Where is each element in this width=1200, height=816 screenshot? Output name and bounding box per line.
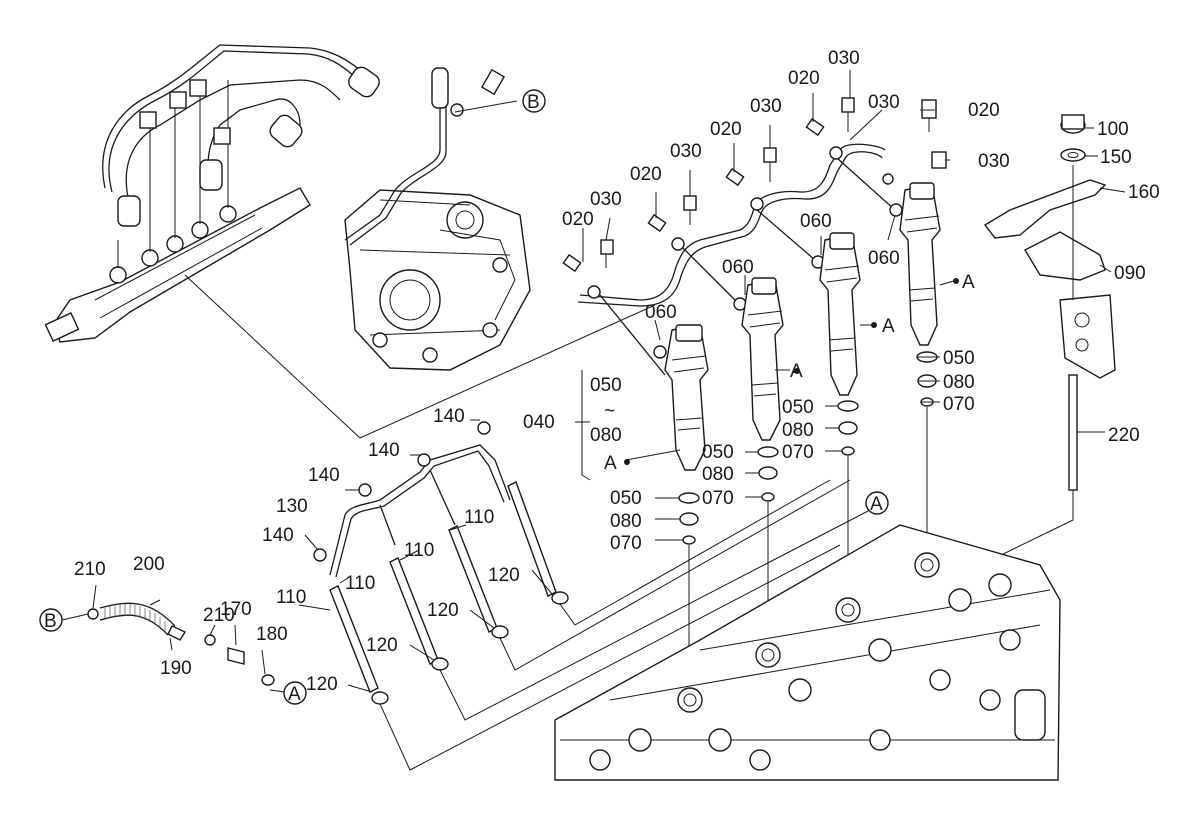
label-060: 060	[645, 302, 677, 323]
label-020: 020	[968, 100, 1000, 121]
label-160: 160	[1128, 182, 1160, 203]
ref-a-dot	[871, 322, 877, 328]
label-080: 080	[590, 425, 622, 446]
label-110: 110	[345, 573, 375, 594]
label-020: 020	[788, 68, 820, 89]
label-030: 030	[750, 96, 782, 117]
ref-circle-a: A	[283, 681, 307, 705]
label-030: 030	[670, 141, 702, 162]
label-060: 060	[868, 248, 900, 269]
label-140: 140	[262, 525, 294, 546]
ref-circle-a: A	[865, 491, 889, 515]
label-060: 060	[722, 257, 754, 278]
label-180: 180	[256, 624, 288, 645]
label-050: 050	[782, 397, 814, 418]
part-labels: 020 020 020 020 020 030 030 030 030 030 …	[39, 48, 1160, 705]
label-050: 050	[702, 442, 734, 463]
nozzle-holder-clamp	[959, 114, 1116, 576]
injection-pipes	[577, 143, 903, 376]
label-080: 080	[610, 511, 642, 532]
ref-circle-b: B	[522, 89, 546, 113]
label-120: 120	[306, 674, 338, 695]
label-030: 030	[978, 151, 1010, 172]
label-150: 150	[1100, 147, 1132, 168]
label-210: 210	[203, 605, 235, 626]
label-030: 030	[868, 92, 900, 113]
label-100: 100	[1097, 119, 1129, 140]
label-140: 140	[368, 440, 400, 461]
high-pressure-pipes	[102, 44, 380, 227]
label-tilde: ~	[604, 401, 615, 422]
label-190: 190	[160, 658, 192, 679]
label-110: 110	[404, 540, 434, 561]
label-020: 020	[630, 164, 662, 185]
label-070: 070	[610, 533, 642, 554]
glow-plugs	[313, 421, 871, 771]
ref-a-dot	[794, 368, 800, 374]
cylinder-head	[554, 524, 1061, 781]
label-070: 070	[943, 394, 975, 415]
ref-a-dot	[624, 459, 630, 465]
svg-text:B: B	[44, 611, 57, 632]
ref-a-label: A	[962, 272, 975, 293]
label-220: 220	[1108, 425, 1140, 446]
label-030: 030	[828, 48, 860, 69]
label-120: 120	[366, 635, 398, 656]
label-170: 170	[220, 599, 252, 620]
label-200: 200	[133, 554, 165, 575]
injector-1	[664, 324, 709, 471]
pipe-clamps-and-bolts	[562, 97, 947, 273]
label-210: 210	[74, 559, 106, 580]
label-060: 060	[800, 211, 832, 232]
label-030: 030	[590, 189, 622, 210]
label-120: 120	[488, 565, 520, 586]
label-050: 050	[943, 348, 975, 369]
svg-text:B: B	[527, 92, 540, 113]
injector-3	[819, 232, 861, 396]
injector-2	[741, 277, 784, 441]
ref-a-dot	[953, 278, 959, 284]
label-110: 110	[464, 507, 494, 528]
label-070: 070	[782, 442, 814, 463]
label-120: 120	[427, 600, 459, 621]
ref-a-label: A	[882, 316, 895, 337]
svg-text:A: A	[870, 494, 883, 515]
ref-circle-b: B	[39, 608, 63, 632]
label-070: 070	[702, 488, 734, 509]
label-130: 130	[276, 496, 308, 517]
common-rail-assembly	[44, 80, 311, 343]
label-020: 020	[562, 209, 594, 230]
svg-text:A: A	[288, 684, 301, 705]
label-090: 090	[1114, 263, 1146, 284]
glow-plug-lead	[329, 444, 511, 578]
label-040: 040	[523, 412, 555, 433]
supply-pump	[344, 67, 531, 371]
label-080: 080	[943, 372, 975, 393]
label-050: 050	[590, 375, 622, 396]
label-140: 140	[433, 406, 465, 427]
leader-lines	[61, 70, 1126, 693]
label-080: 080	[782, 420, 814, 441]
label-140: 140	[308, 465, 340, 486]
overflow-hose	[87, 602, 275, 686]
label-050: 050	[610, 488, 642, 509]
label-080: 080	[702, 464, 734, 485]
label-110: 110	[276, 587, 306, 608]
ref-a-label: A	[604, 453, 617, 474]
injector-4	[899, 182, 941, 346]
label-020: 020	[710, 119, 742, 140]
